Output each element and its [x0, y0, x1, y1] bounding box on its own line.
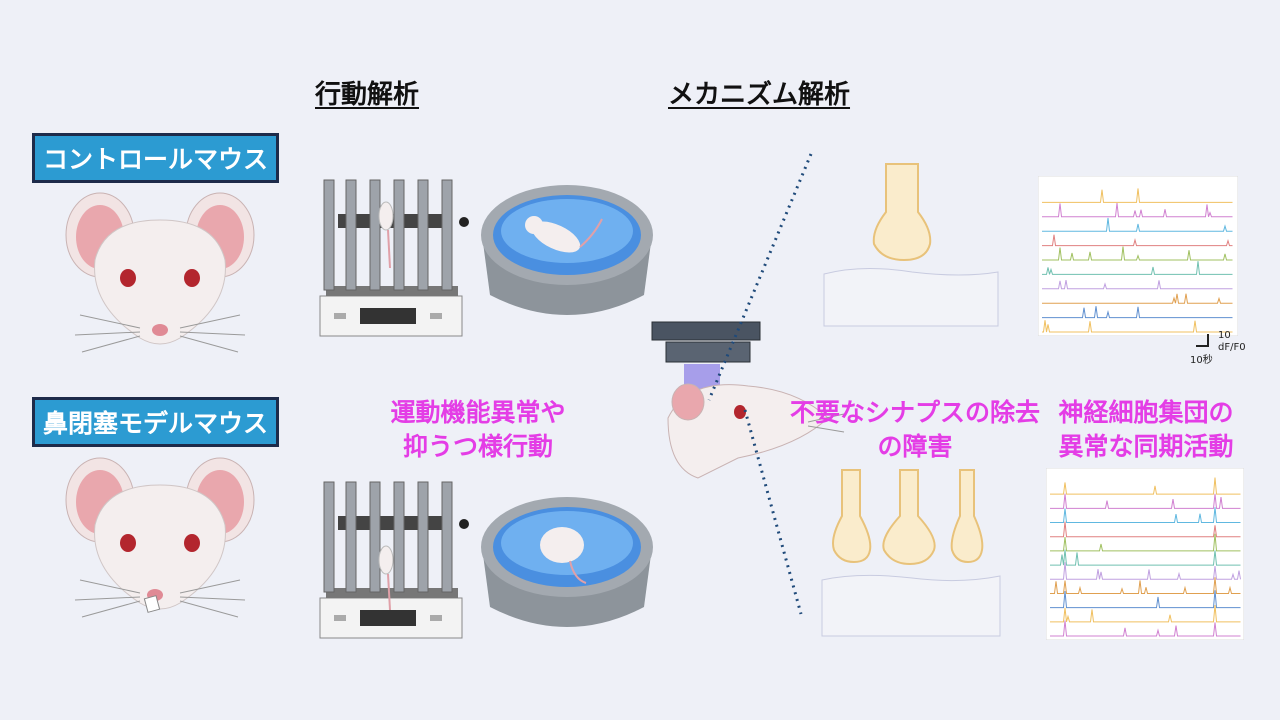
forced-swim-tank	[481, 185, 653, 315]
scale-bar-horizontal-value: 10秒	[1190, 355, 1213, 366]
calcium-trace-line	[1050, 605, 1241, 623]
rotarod-apparatus	[319, 179, 469, 337]
behavior-analysis-heading: 行動解析	[315, 80, 420, 110]
nasal-obstruction-model-label: 鼻閉塞モデルマウス	[32, 397, 280, 447]
calcium-trace-line	[1042, 203, 1233, 218]
forced-swim-tank-model	[481, 497, 653, 627]
calcium-trace-line	[1050, 562, 1241, 580]
calcium-trace-line	[1050, 521, 1241, 538]
network-finding-line1: 神経細胞集団の	[1058, 398, 1234, 427]
behavior-finding-line2: 抑うつ様行動	[402, 432, 553, 461]
calcium-trace-line	[1050, 493, 1241, 509]
calcium-trace-line	[1050, 477, 1241, 495]
two-photon-imaging-setup	[651, 321, 845, 479]
rotarod-apparatus-model	[319, 481, 469, 639]
scale-bar	[1196, 334, 1209, 347]
control-mouse-label: コントロールマウス	[32, 133, 280, 183]
calcium-traces-model	[1046, 468, 1244, 640]
trace-panel-background	[1046, 468, 1244, 640]
calcium-trace-line	[1042, 320, 1233, 333]
calcium-trace-line	[1042, 261, 1233, 275]
synapse-model	[821, 469, 1001, 637]
calcium-trace-line	[1042, 306, 1233, 319]
synapse-finding-text: 不要なシナプスの除去 の障害	[784, 396, 1046, 464]
calcium-trace-line	[1042, 188, 1233, 203]
calcium-trace-line	[1050, 620, 1241, 637]
behavior-finding-text: 運動機能異常や 抑うつ様行動	[362, 396, 594, 464]
calcium-trace-line	[1050, 549, 1241, 566]
control-mouse-face	[65, 192, 255, 353]
calcium-trace-line	[1050, 577, 1241, 594]
dotted-divider-line	[707, 153, 813, 615]
behavior-finding-line1: 運動機能異常や	[390, 398, 566, 427]
mechanism-analysis-heading: メカニズム解析	[668, 80, 851, 110]
calcium-traces-control	[1038, 176, 1238, 336]
synapse-finding-line2: の障害	[877, 432, 953, 461]
calcium-trace-line	[1042, 280, 1233, 290]
calcium-trace-line	[1050, 590, 1241, 609]
model-mouse-face	[65, 457, 255, 618]
scale-bar-vertical-value: 10	[1218, 330, 1231, 341]
synapse-finding-line1: 不要なシナプスの除去	[789, 398, 1040, 427]
synapse-control	[823, 163, 999, 327]
calcium-trace-line	[1042, 293, 1233, 304]
calcium-trace-line	[1042, 234, 1233, 247]
calcium-trace-line	[1050, 507, 1241, 524]
network-finding-line2: 異常な同期活動	[1058, 432, 1234, 461]
calcium-trace-line	[1042, 246, 1233, 261]
scale-bar-vertical-unit: dF/F0	[1218, 342, 1246, 353]
calcium-trace-line	[1050, 533, 1241, 552]
network-finding-text: 神経細胞集団の 異常な同期活動	[1050, 396, 1242, 464]
calcium-trace-line	[1042, 217, 1233, 232]
